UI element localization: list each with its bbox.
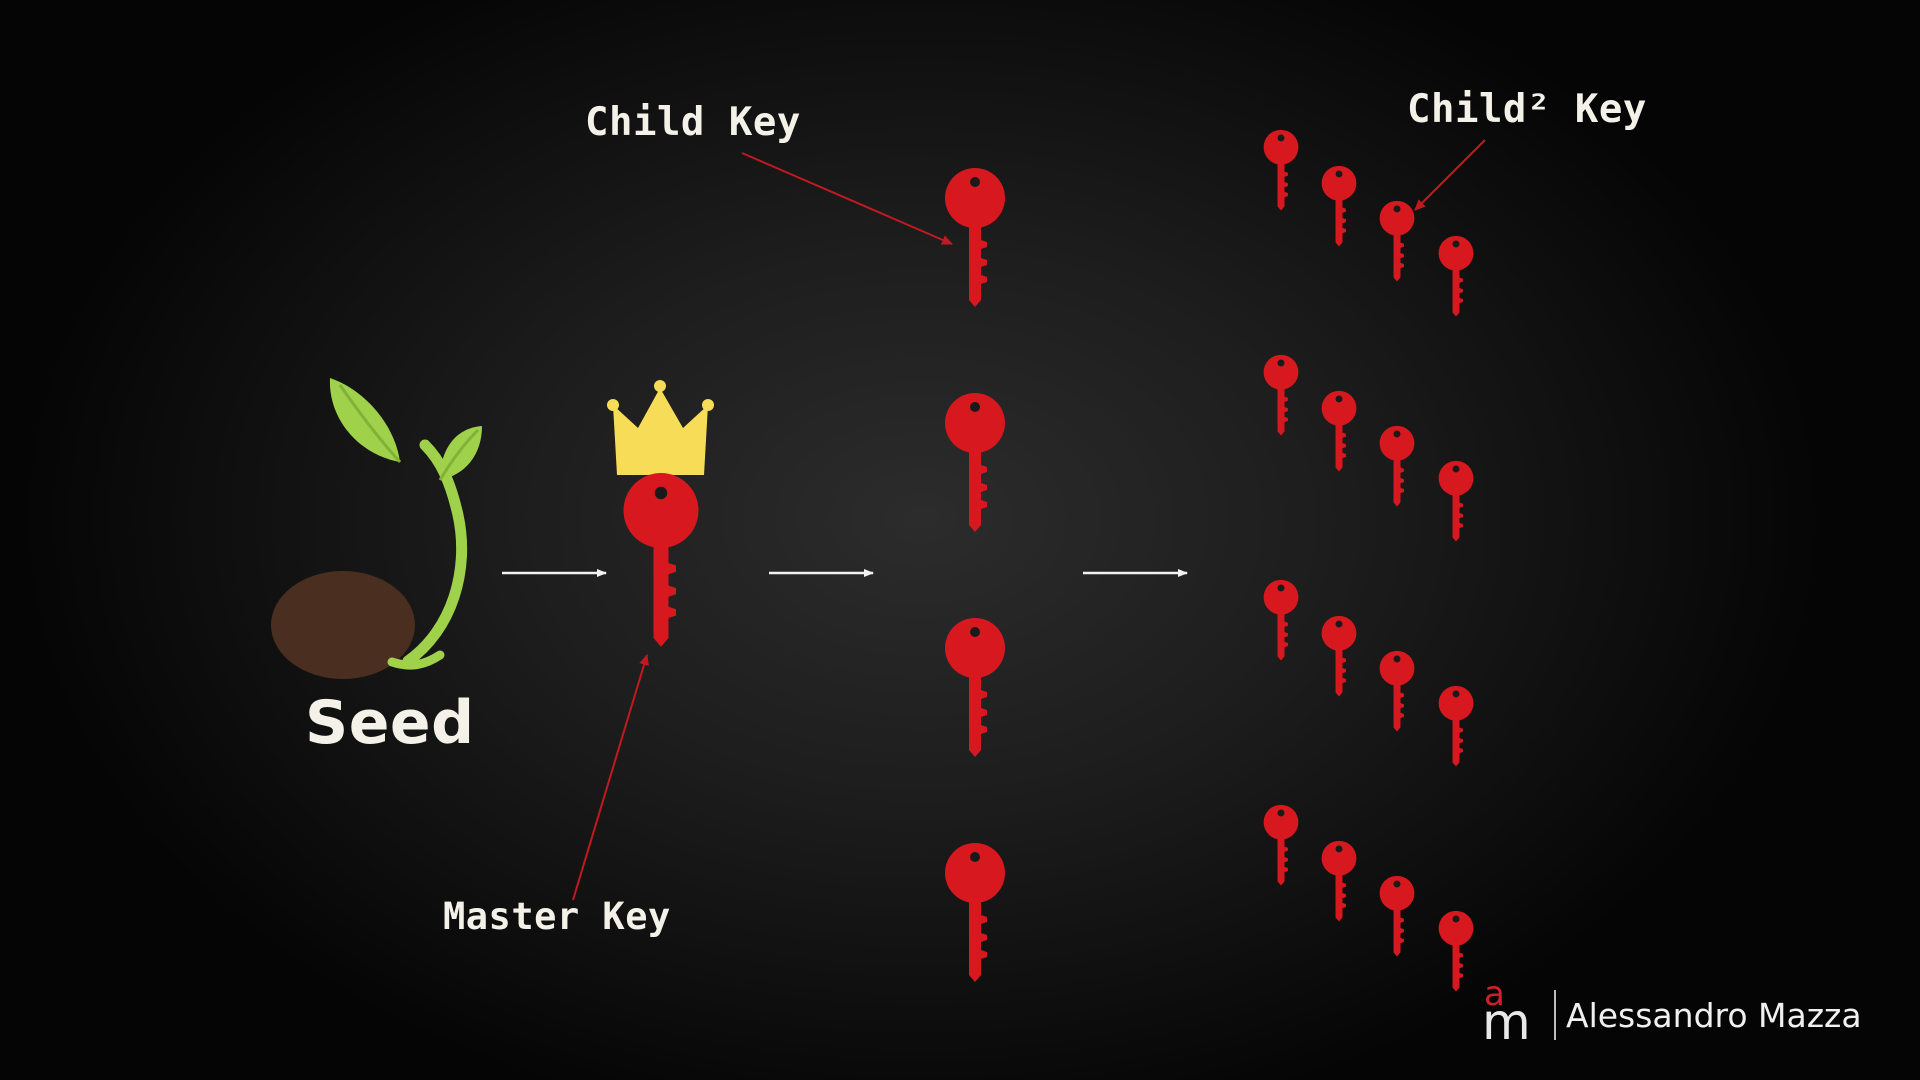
master-key-pointer [572, 654, 649, 901]
child2-key-icon [1438, 685, 1474, 767]
child2-key-icon [1438, 910, 1474, 992]
child2-key-icon [1379, 875, 1415, 957]
master-key-icon [623, 473, 699, 647]
master-key-label: Master Key [443, 895, 671, 938]
child2-key-icon [1379, 200, 1415, 282]
child2-key-icon [1263, 129, 1299, 211]
child2-key-icon [1438, 460, 1474, 542]
child2-key-icon [1263, 579, 1299, 661]
child2-key-icon [1321, 840, 1357, 922]
seed-sprout-icon [271, 378, 482, 679]
child-key-pointer [741, 152, 953, 245]
child2-key-pointer [1414, 139, 1486, 211]
child-key-icon [945, 168, 1005, 307]
child2-key-group [1263, 804, 1474, 992]
author-logo: a m Alessandro Mazza [1480, 977, 1862, 1051]
child2-key-icon [1321, 165, 1357, 247]
crown-icon [607, 380, 714, 475]
seed-label: Seed [305, 688, 475, 758]
child2-key-group [1263, 579, 1474, 767]
logo-divider [1554, 990, 1556, 1040]
child2-key-group [1263, 129, 1474, 317]
author-name: Alessandro Mazza [1566, 995, 1862, 1035]
child2-key-icon [1321, 390, 1357, 472]
child-key-icon [945, 393, 1005, 532]
am-logo-icon: a m [1480, 977, 1550, 1051]
child2-key-icon [1379, 425, 1415, 507]
child-key-icon [945, 618, 1005, 757]
child2-key-icon [1379, 650, 1415, 732]
child-key-icon [945, 843, 1005, 982]
logo-letter-m: m [1482, 993, 1531, 1051]
child2-key-group [1263, 354, 1474, 542]
child-key-label: Child Key [585, 100, 801, 145]
child2-key-icon [1321, 615, 1357, 697]
child2-key-icon [1438, 235, 1474, 317]
child2-key-icon [1263, 804, 1299, 886]
child2-key-icon [1263, 354, 1299, 436]
logo-letter-a: a [1484, 974, 1505, 1014]
child2-key-label: Child² Key [1407, 87, 1647, 132]
